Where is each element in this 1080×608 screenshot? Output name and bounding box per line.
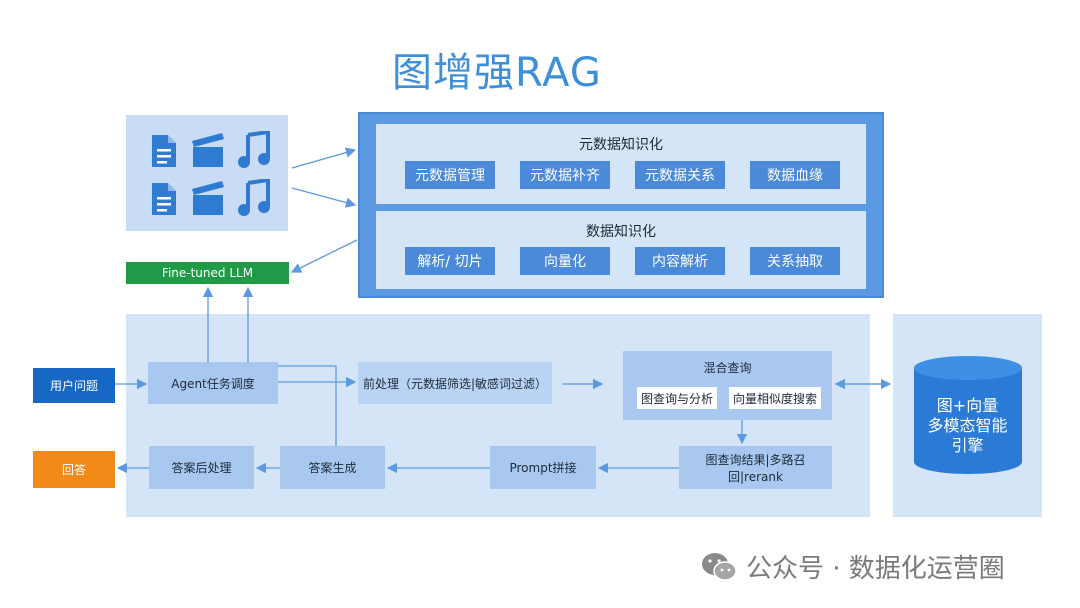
prompt-box: Prompt拼接 [490, 446, 596, 489]
wechat-icon [702, 552, 737, 581]
metadata-item: 元数据管理 [405, 161, 495, 189]
user-question-box: 用户问题 [33, 368, 115, 403]
music-icon [234, 129, 274, 177]
data-knowledge-panel: 数据知识化 解析/ 切片 向量化 内容解析 关系抽取 [376, 211, 866, 289]
fine-tuned-llm-box: Fine-tuned LLM [126, 262, 289, 284]
answer-postprocess-box: 答案后处理 [149, 446, 254, 489]
data-item: 关系抽取 [750, 247, 840, 275]
engine-panel: 图+向量 多模态智能 引擎 [893, 314, 1042, 517]
engine-label-line: 引擎 [951, 436, 984, 455]
diagram-title: 图增强RAG [392, 50, 602, 96]
metadata-item: 数据血缘 [750, 161, 840, 189]
graph-query-chip: 图查询与分析 [637, 387, 717, 409]
footer-text: 公众号 · 数据化运营圈 [746, 554, 1005, 584]
data-item: 解析/ 切片 [405, 247, 495, 275]
metadata-item: 元数据补齐 [520, 161, 610, 189]
music-icon [234, 177, 274, 225]
mixed-query-panel: 混合查询 图查询与分析 向量相似度搜索 [623, 351, 832, 420]
vector-search-chip: 向量相似度搜索 [729, 387, 821, 409]
document-icon [144, 133, 184, 177]
film-icon [188, 179, 228, 225]
engine-label: 图+向量 多模态智能 引擎 [893, 396, 1042, 456]
metadata-item: 元数据关系 [635, 161, 725, 189]
engine-label-line: 多模态智能 [927, 416, 1008, 435]
answer-box: 回答 [33, 451, 115, 488]
metadata-knowledge-title: 元数据知识化 [579, 137, 663, 153]
footer-watermark: 公众号 · 数据化运营圈 [700, 548, 1005, 585]
answer-generation-box: 答案生成 [280, 446, 385, 489]
database-icon [914, 356, 1022, 474]
data-item: 内容解析 [635, 247, 725, 275]
knowledge-panel: 元数据知识化 元数据管理 元数据补齐 元数据关系 数据血缘 数据知识化 解析/ … [358, 112, 884, 298]
results-box: 图查询结果|多路召回|rerank [679, 446, 832, 489]
metadata-knowledge-panel: 元数据知识化 元数据管理 元数据补齐 元数据关系 数据血缘 [376, 124, 866, 204]
agent-scheduler-box: Agent任务调度 [148, 362, 278, 404]
media-icons-panel [126, 115, 288, 231]
engine-label-line: 图+向量 [936, 396, 999, 415]
preprocess-box: 前处理（元数据筛选|敏感词过滤） [358, 362, 552, 404]
film-icon [188, 131, 228, 177]
data-item: 向量化 [520, 247, 610, 275]
mixed-query-title: 混合查询 [703, 361, 752, 375]
document-icon [144, 181, 184, 225]
data-knowledge-title: 数据知识化 [586, 224, 656, 240]
